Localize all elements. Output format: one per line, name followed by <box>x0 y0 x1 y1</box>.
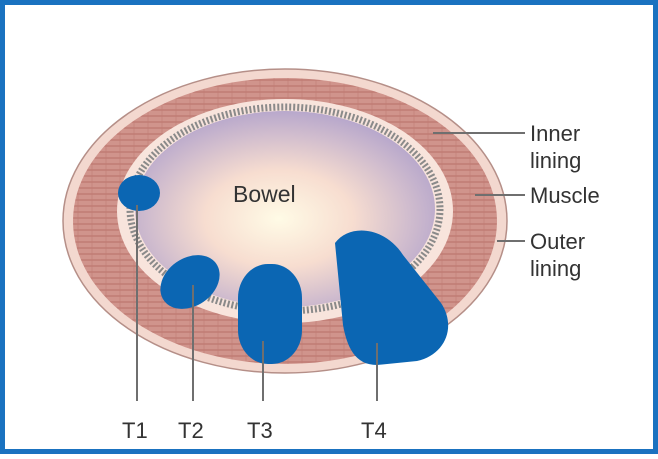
muscle-label: Muscle <box>530 183 600 208</box>
inner-lining-label-line2: lining <box>530 148 581 173</box>
bowel-label: Bowel <box>233 181 296 207</box>
inner-lining-label-line1: Inner <box>530 121 580 146</box>
stage-label-t1: T1 <box>122 418 148 443</box>
outer-lining-label-line2: lining <box>530 256 581 281</box>
stage-label-t4: T4 <box>361 418 387 443</box>
stage-label-t3: T3 <box>247 418 273 443</box>
bowel-cross-section-diagram: Bowel T1 T2 T3 T4 Inner lining Muscle Ou… <box>5 5 658 459</box>
stage-label-t2: T2 <box>178 418 204 443</box>
outer-lining-label-line1: Outer <box>530 229 585 254</box>
tumor-t1 <box>118 175 160 211</box>
tumor-t3 <box>238 264 302 364</box>
